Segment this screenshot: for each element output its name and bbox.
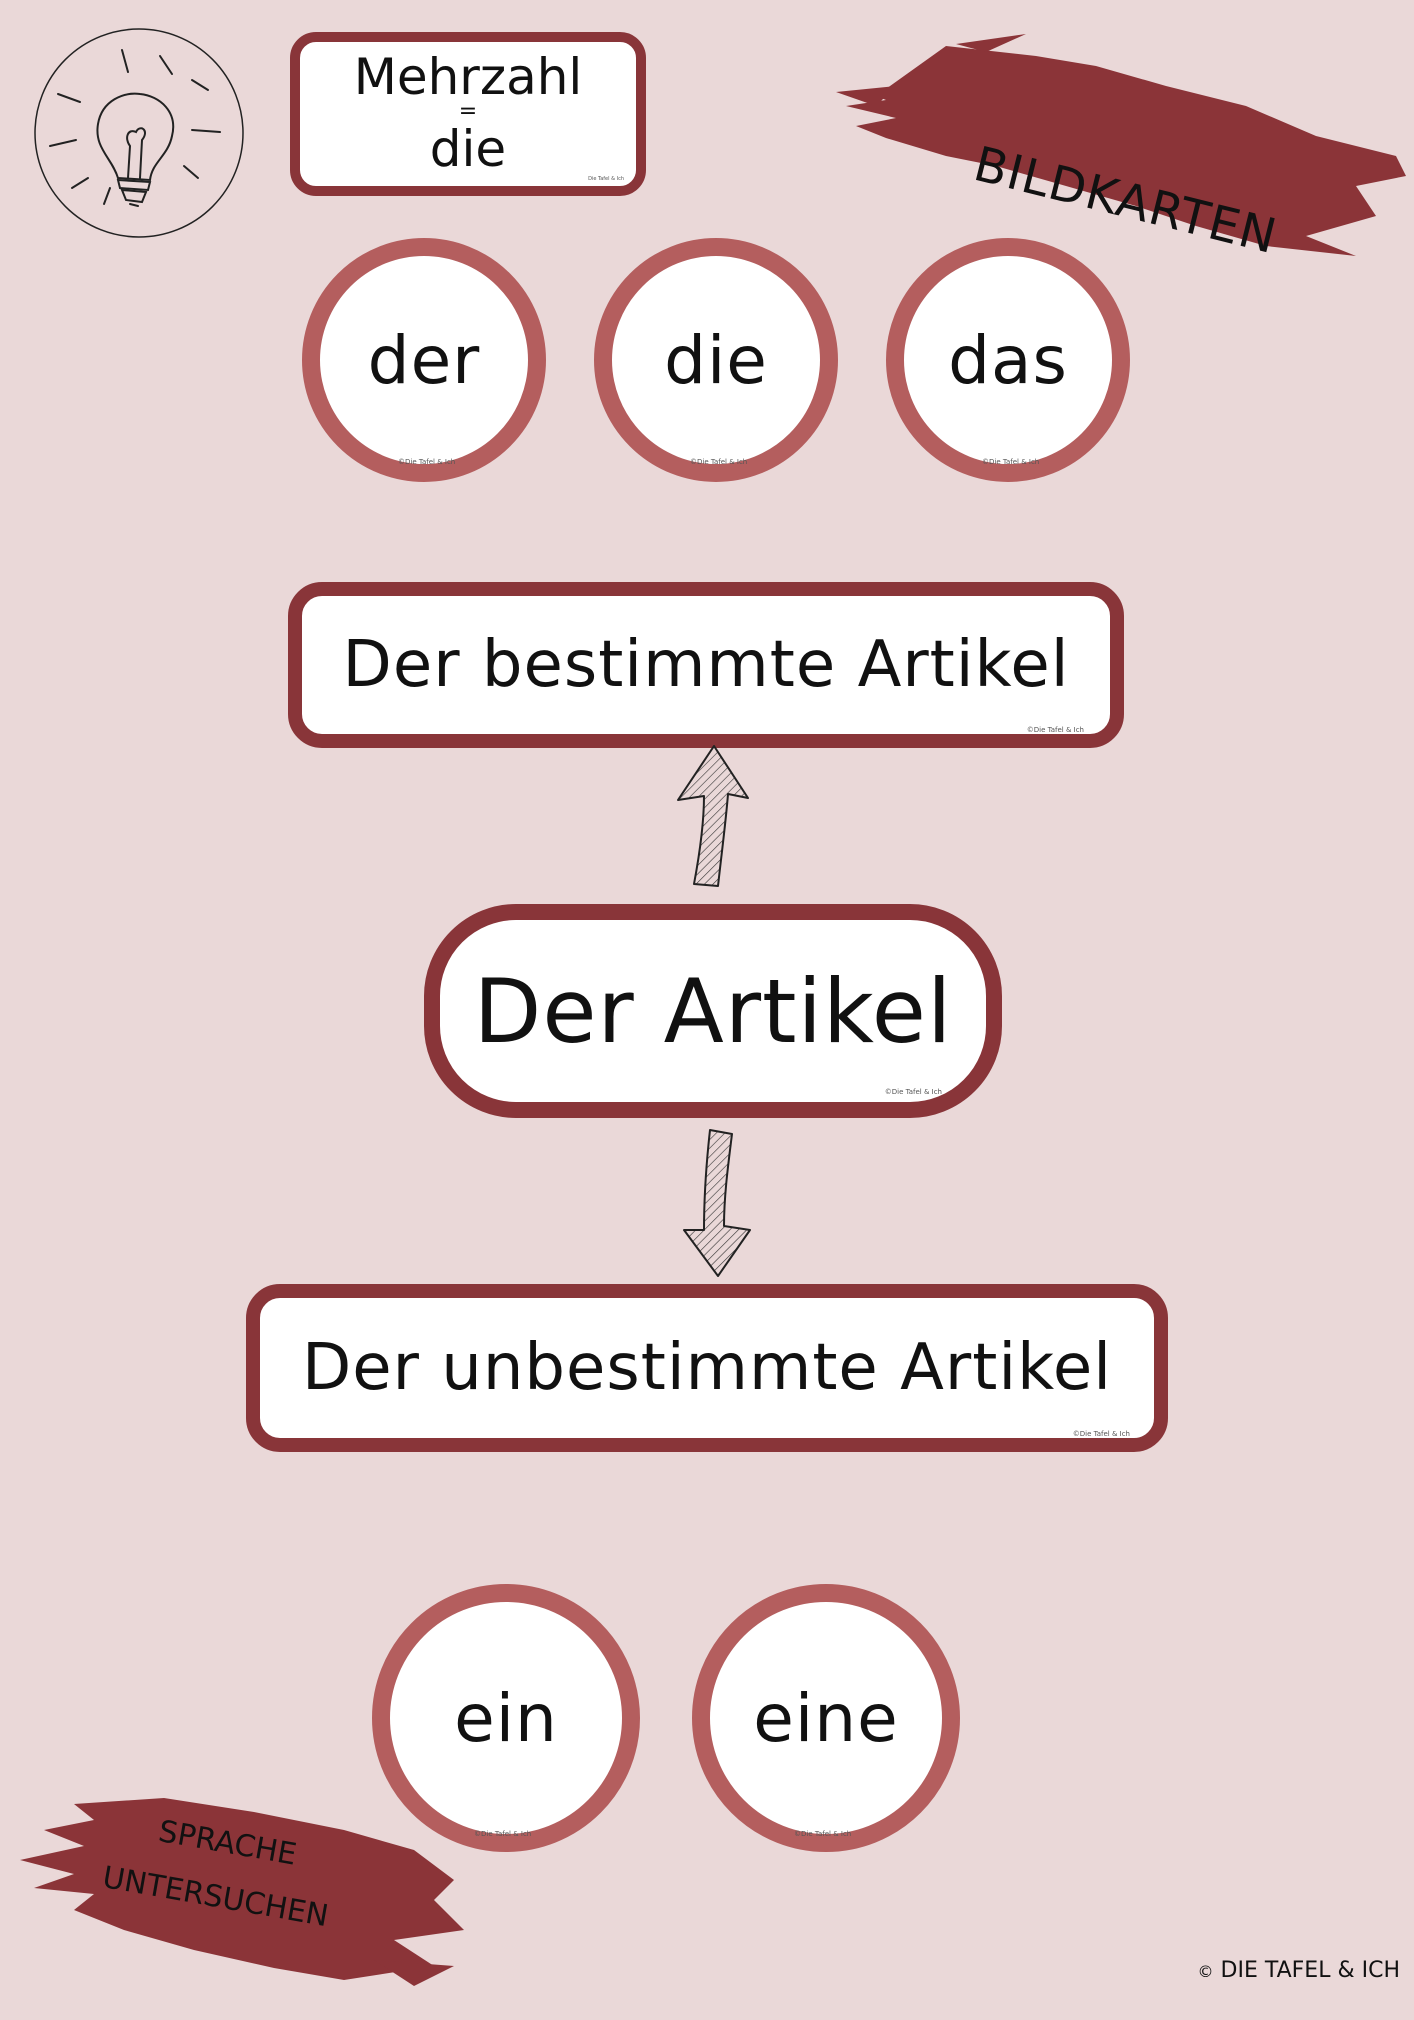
circle-credit: ©Die Tafel & Ich [398,458,456,466]
article-word: eine [753,1679,899,1757]
article-circle-eine: eine ©Die Tafel & Ich [692,1584,960,1852]
hatched-arrow-up-icon [670,740,760,890]
main-article-card: Der Artikel ©Die Tafel & Ich [424,904,1002,1118]
article-word: das [948,321,1068,399]
circle-credit: ©Die Tafel & Ich [474,1830,532,1838]
copyright-symbol: © [1197,1962,1214,1981]
lightbulb-badge [32,28,246,238]
footer-copyright: © DIE TAFEL & ICH [1198,1958,1400,1983]
plural-card: Mehrzahl = die Die Tafel & Ich [290,32,646,196]
copyright-text: DIE TAFEL & ICH [1220,1958,1400,1983]
plural-line3: die [429,120,507,178]
indefinite-article-label: Der unbestimmte Artikel [301,1331,1113,1405]
article-word: die [664,321,768,399]
article-circle-das: das ©Die Tafel & Ich [886,238,1130,482]
lightbulb-icon [34,28,244,238]
definite-article-card: Der bestimmte Artikel ©Die Tafel & Ich [288,582,1124,748]
hatched-arrow-down-icon [672,1126,762,1282]
plural-credit: Die Tafel & Ich [588,176,624,182]
brush-stroke-top: BILDKARTEN [836,26,1414,266]
indefinite-card-credit: ©Die Tafel & Ich [1072,1430,1130,1438]
main-card-credit: ©Die Tafel & Ich [884,1088,942,1096]
article-circle-die: die ©Die Tafel & Ich [594,238,838,482]
article-circle-der: der ©Die Tafel & Ich [302,238,546,482]
article-word: ein [454,1679,558,1757]
circle-credit: ©Die Tafel & Ich [794,1830,852,1838]
article-word: der [367,321,481,399]
brush-stroke-bottom: SPRACHE UNTERSUCHEN [14,1790,474,2020]
main-article-label: Der Artikel [473,959,953,1063]
plural-equals: = [458,99,478,124]
definite-article-label: Der bestimmte Artikel [342,628,1070,702]
plural-line1: Mehrzahl [353,48,583,106]
circle-credit: ©Die Tafel & Ich [690,458,748,466]
indefinite-article-card: Der unbestimmte Artikel ©Die Tafel & Ich [246,1284,1168,1452]
definite-card-credit: ©Die Tafel & Ich [1026,726,1084,734]
circle-credit: ©Die Tafel & Ich [982,458,1040,466]
